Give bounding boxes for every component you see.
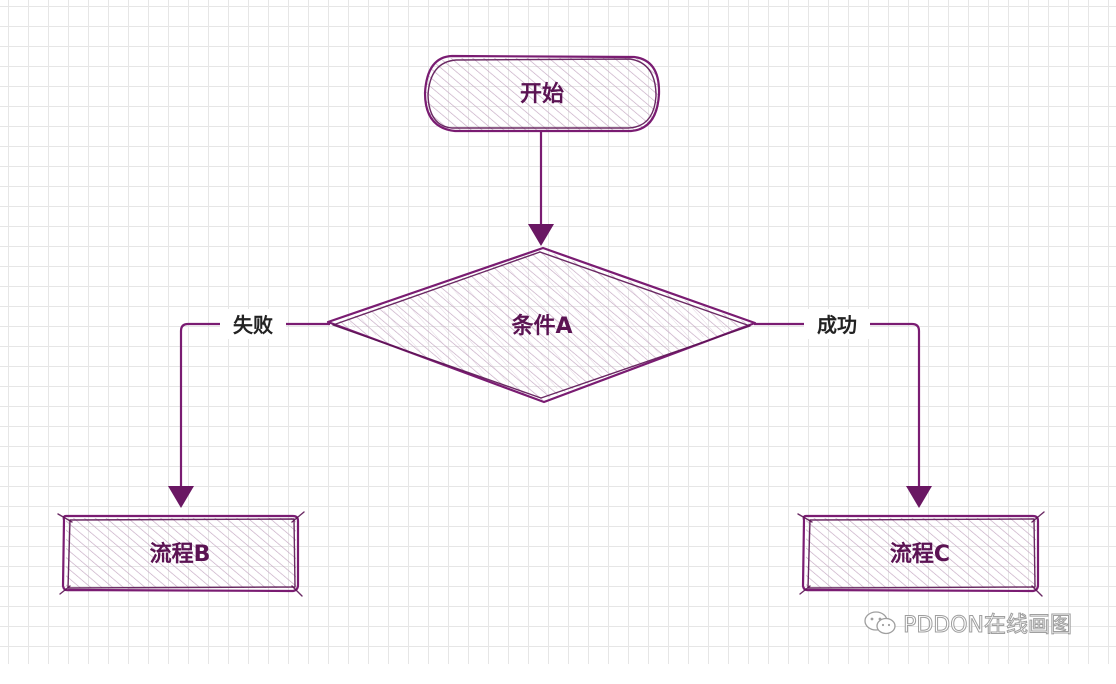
watermark-text: PDDON在线画图 bbox=[903, 613, 1073, 639]
edge-fail[interactable]: 失败 bbox=[168, 309, 330, 508]
node-start[interactable]: 开始 bbox=[423, 54, 661, 133]
wechat-icon bbox=[864, 611, 896, 635]
arrow-head-icon bbox=[528, 224, 554, 246]
edge-success[interactable]: 成功 bbox=[754, 309, 932, 508]
node-label-process-c: 流程C bbox=[890, 541, 950, 567]
bottom-margin bbox=[0, 664, 1116, 684]
edge-label-success: 成功 bbox=[817, 313, 857, 337]
node-label-start: 开始 bbox=[520, 81, 564, 107]
node-label-process-b: 流程B bbox=[150, 541, 211, 567]
edge-start-to-condition[interactable] bbox=[528, 132, 554, 246]
node-process-c[interactable]: 流程C bbox=[797, 511, 1045, 597]
node-label-condition: 条件A bbox=[510, 313, 572, 339]
arrow-head-icon bbox=[906, 486, 932, 508]
arrow-head-icon bbox=[168, 486, 194, 508]
node-condition[interactable]: 条件A bbox=[326, 246, 757, 404]
edge-label-fail: 失败 bbox=[233, 313, 273, 337]
node-process-b[interactable]: 流程B bbox=[57, 511, 305, 597]
watermark: PDDON在线画图 bbox=[863, 606, 1072, 640]
